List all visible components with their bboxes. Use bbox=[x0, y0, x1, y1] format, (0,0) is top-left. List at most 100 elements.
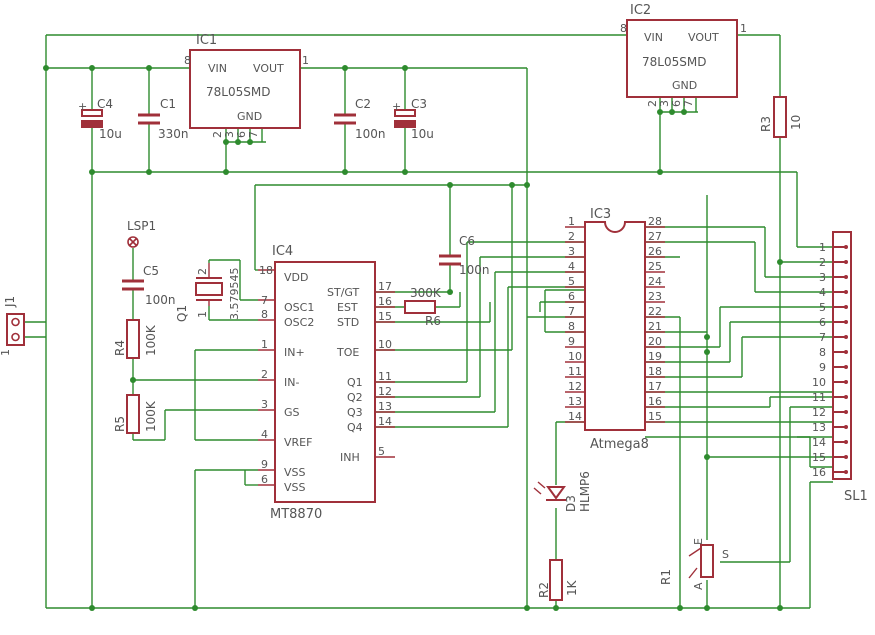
ic4-mt8870: IC4 MT8870 18 VDD 7 OSC1 8 OSC2 1 IN+ 2 … bbox=[258, 244, 395, 522]
ic3-pin-num: 18 bbox=[648, 365, 662, 378]
lsp1-name: LSP1 bbox=[127, 219, 156, 233]
pot-a-label: A bbox=[692, 582, 705, 590]
ic4-pin-label: TOE bbox=[336, 346, 359, 359]
sl1-pin-dot bbox=[844, 425, 848, 429]
ic4-pin-label: VSS bbox=[284, 481, 306, 494]
ic4-pin-num: 6 bbox=[261, 473, 268, 486]
ic2-gnd-label: GND bbox=[672, 79, 697, 92]
c5-name: C5 bbox=[143, 264, 159, 278]
ic4-pin-num: 1 bbox=[261, 338, 268, 351]
ic4-pin-label: ST/GT bbox=[327, 286, 360, 299]
ic2-vin-label: VIN bbox=[644, 31, 663, 44]
ic3-pin-num: 17 bbox=[648, 380, 662, 393]
ic2-gnd-pin: 3 bbox=[658, 100, 671, 107]
sl1-pin-num: 6 bbox=[819, 316, 826, 329]
ic4-pin-num: 15 bbox=[378, 310, 392, 323]
c2-value: 100n bbox=[355, 127, 386, 141]
r6-value: 300K bbox=[410, 286, 442, 300]
r4-value: 100K bbox=[144, 324, 158, 356]
loudspeaker-lsp1: LSP1 bbox=[127, 219, 156, 248]
ic2-gnd-pin: 7 bbox=[682, 100, 695, 107]
connector-j1: J1 1 bbox=[0, 296, 25, 356]
ic4-pin-num: 17 bbox=[378, 280, 392, 293]
c4-name: C4 bbox=[97, 97, 113, 111]
ic4-pin-label: VSS bbox=[284, 466, 306, 479]
sl1-pin-dot bbox=[844, 275, 848, 279]
sl1-pin-dot bbox=[844, 410, 848, 414]
ic2-value: 78L05SMD bbox=[642, 55, 706, 69]
ic3-pin-num: 21 bbox=[648, 320, 662, 333]
ic4-pin-num: 2 bbox=[261, 368, 268, 381]
ic3-pin-num: 7 bbox=[568, 305, 575, 318]
ic3-pin-num: 1 bbox=[568, 215, 575, 228]
ic4-pin-num: 11 bbox=[378, 370, 392, 383]
pot-e-label: E bbox=[692, 538, 705, 545]
ic4-pin-num: 5 bbox=[378, 445, 385, 458]
ic4-pin-label: VREF bbox=[284, 436, 312, 449]
ic4-pin-label: VDD bbox=[284, 271, 308, 284]
ic3-pin-num: 23 bbox=[648, 290, 662, 303]
c1-name: C1 bbox=[160, 97, 176, 111]
ic3-pin-num: 27 bbox=[648, 230, 662, 243]
capacitor-c5: C5 100n bbox=[122, 264, 176, 307]
ic3-pin-num: 15 bbox=[648, 410, 662, 423]
ic3-pin-num: 22 bbox=[648, 305, 662, 318]
ic4-pin-num: 4 bbox=[261, 428, 268, 441]
sl1-pin-dot bbox=[844, 395, 848, 399]
ic3-pin-num: 10 bbox=[568, 350, 582, 363]
capacitor-c6: C6 100n bbox=[439, 234, 490, 277]
r2-value: 1K bbox=[565, 579, 579, 596]
ic2-pin-in: 8 bbox=[620, 22, 627, 35]
sl1-pin-dot bbox=[844, 440, 848, 444]
capacitor-c1: C1 330n bbox=[138, 97, 189, 141]
sl1-pin-num: 3 bbox=[819, 271, 826, 284]
ic3-pin-num: 25 bbox=[648, 260, 662, 273]
junctions bbox=[43, 65, 783, 611]
resistor-r6: 300K R6 bbox=[404, 286, 442, 328]
d3-name: D3 bbox=[564, 495, 578, 512]
resistor-r4: R4 100K bbox=[113, 319, 158, 359]
ic4-pin-num: 13 bbox=[378, 400, 392, 413]
ic4-pin-num: 16 bbox=[378, 295, 392, 308]
sl1-pin-num: 9 bbox=[819, 361, 826, 374]
ic4-pin-label: Q3 bbox=[347, 406, 363, 419]
sl1-pin-dot bbox=[844, 290, 848, 294]
ic4-pin-num: 9 bbox=[261, 458, 268, 471]
ic4-pin-label: EST bbox=[337, 301, 358, 314]
ic3-pin-num: 20 bbox=[648, 335, 662, 348]
sl1-pin-dot bbox=[844, 455, 848, 459]
c6-name: C6 bbox=[459, 234, 475, 248]
capacitor-c2: C2 100n bbox=[334, 97, 386, 141]
ic4-pin-num: 3 bbox=[261, 398, 268, 411]
sl1-pin-dot bbox=[844, 260, 848, 264]
resistor-r3: R3 10 bbox=[759, 96, 803, 138]
ic4-pin-num: 7 bbox=[261, 294, 268, 307]
ic2-pin-out: 1 bbox=[740, 22, 747, 35]
ic1-pin-in: 8 bbox=[184, 54, 191, 67]
c4-polarity: + bbox=[78, 100, 87, 113]
sl1-pin-num: 12 bbox=[812, 406, 826, 419]
led-d3: D3 HLMP6 bbox=[533, 471, 592, 512]
ic3-pin-num: 12 bbox=[568, 380, 582, 393]
ic4-pin-num: 18 bbox=[259, 264, 273, 277]
q1-value: 3.579545 bbox=[228, 268, 241, 321]
capacitor-c3: + C3 10u bbox=[392, 97, 434, 141]
ic1-vin-label: VIN bbox=[208, 62, 227, 75]
ic3-pin-num: 8 bbox=[568, 320, 575, 333]
d3-value: HLMP6 bbox=[578, 471, 592, 512]
sl1-pin-dot bbox=[844, 470, 848, 474]
resistor-r5: R5 100K bbox=[113, 394, 158, 434]
sl1-pin-num: 2 bbox=[819, 256, 826, 269]
pot-s-label: S bbox=[722, 548, 729, 561]
ic3-pin-num: 28 bbox=[648, 215, 662, 228]
r5-value: 100K bbox=[144, 400, 158, 432]
ic2-gnd-pin: 2 bbox=[646, 100, 659, 107]
sl1-pin-num: 8 bbox=[819, 346, 826, 359]
sl1-pin-dot bbox=[844, 320, 848, 324]
sl1-pin-num: 4 bbox=[819, 286, 826, 299]
ic4-pin-label: OSC2 bbox=[284, 316, 314, 329]
